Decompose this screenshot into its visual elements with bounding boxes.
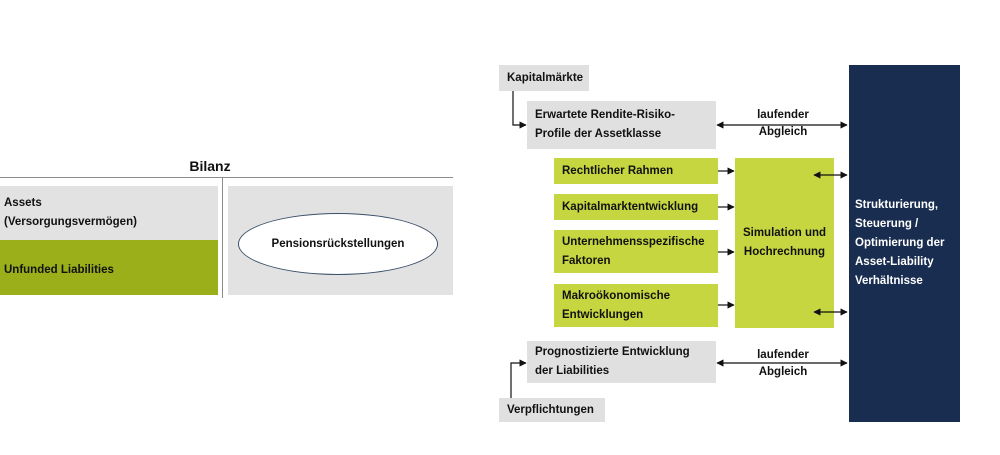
kapitalmaerkte-label: Kapitalmärkte xyxy=(507,72,584,84)
verpflichtungen-label: Verpflichtungen xyxy=(507,404,594,416)
simulation-box: Simulation und Hochrechnung xyxy=(735,158,834,328)
abgleich-label-top: laufender Abgleich xyxy=(757,109,809,138)
elbow-arrow-kapitalmaerkte xyxy=(512,91,527,129)
pensionsrueckstellungen-ellipse: Pensionsrückstellungen xyxy=(238,213,438,275)
assets-box: Assets (Versorgungsvermögen) xyxy=(0,186,218,240)
factor-label-rechtlicher-rahmen: Rechtlicher Rahmen xyxy=(562,165,674,177)
bilanz-vertical-divider xyxy=(222,178,223,298)
simulation-label: Simulation und Hochrechnung xyxy=(742,227,827,258)
unfunded-liabilities-box: Unfunded Liabilities xyxy=(0,240,218,295)
factor-box-rechtlicher-rahmen: Rechtlicher Rahmen xyxy=(554,158,718,184)
unfunded-liabilities-label: Unfunded Liabilities xyxy=(4,264,114,276)
factor-label-unternehmensspezifisch: Unternehmensspezifische Faktoren xyxy=(562,236,705,267)
prognose-box: Prognostizierte Entwicklung der Liabilit… xyxy=(527,341,716,383)
result-box: Strukturierung, Steuerung / Optimierung … xyxy=(849,65,960,422)
factor-label-makrooekonomisch: Makroökonomische Entwicklungen xyxy=(562,290,670,321)
factor-box-kapitalmarktentwicklung: Kapitalmarktentwicklung xyxy=(554,194,718,220)
elbow-arrow-verpflichtungen xyxy=(510,359,527,398)
result-label: Strukturierung, Steuerung / Optimierung … xyxy=(855,199,945,287)
assets-label: Assets (Versorgungsvermögen) xyxy=(4,197,137,228)
bilanz-horizontal-divider xyxy=(0,177,453,178)
erwartete-profile-box: Erwartete Rendite-Risiko- Profile der As… xyxy=(527,101,716,149)
erwartete-profile-label: Erwartete Rendite-Risiko- Profile der As… xyxy=(535,109,675,140)
kapitalmaerkte-box: Kapitalmärkte xyxy=(499,65,589,91)
abgleich-label-bottom: laufender Abgleich xyxy=(757,349,809,378)
factor-box-unternehmensspezifisch: Unternehmensspezifische Faktoren xyxy=(554,230,718,273)
pensionsrueckstellungen-label: Pensionsrückstellungen xyxy=(271,237,405,250)
bilanz-title: Bilanz xyxy=(189,158,231,174)
verpflichtungen-box: Verpflichtungen xyxy=(499,398,605,422)
prognose-label: Prognostizierte Entwicklung der Liabilit… xyxy=(535,346,690,377)
factor-label-kapitalmarktentwicklung: Kapitalmarktentwicklung xyxy=(562,201,699,213)
factor-box-makrooekonomisch: Makroökonomische Entwicklungen xyxy=(554,284,718,327)
